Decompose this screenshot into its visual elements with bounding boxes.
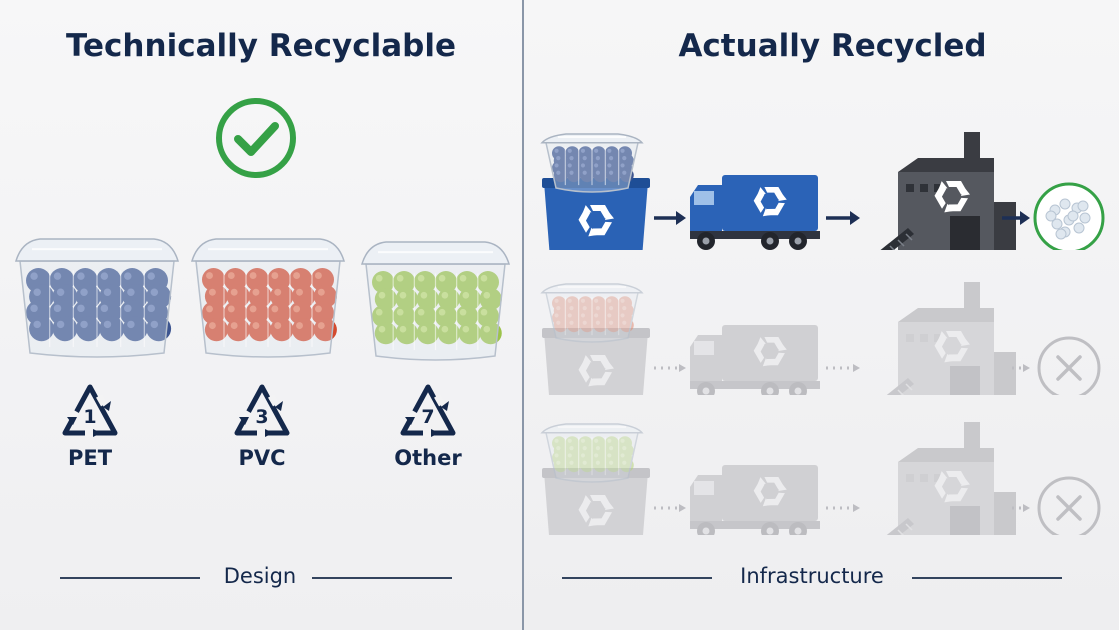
infrastructure-label: Infrastructure — [722, 564, 902, 588]
material-label-pet: PET — [40, 446, 140, 470]
recycling-code-7-icon: 7 — [397, 383, 459, 441]
bin-container-grapes — [542, 424, 642, 482]
design-rule-left — [60, 577, 200, 579]
garbage-truck-icon — [690, 325, 820, 395]
recycling-code-number: 1 — [83, 406, 96, 428]
garbage-truck-icon — [690, 465, 820, 535]
recycled-pellets-icon — [1035, 184, 1103, 250]
recycling-code-1-icon: 1 — [59, 383, 121, 441]
right-title: Actually Recycled — [580, 28, 1085, 64]
recycling-facility-icon — [868, 132, 1016, 250]
material-label-pvc: PVC — [212, 446, 312, 470]
cross-circle-icon — [1039, 338, 1099, 395]
bin-container-tomatoes — [542, 284, 642, 342]
infrastructure-rule-left — [562, 577, 712, 579]
recycling-facility-icon — [868, 422, 1016, 535]
recycling-code-number: 3 — [255, 406, 268, 428]
left-title: Technically Recyclable — [20, 28, 502, 64]
recycling-facility-icon — [868, 282, 1016, 395]
design-label: Design — [205, 564, 315, 588]
pipeline-row-pet — [524, 110, 1119, 250]
check-circle-icon — [213, 95, 299, 181]
container-other — [358, 228, 513, 368]
pipeline-row-pvc — [524, 265, 1119, 395]
bin-container-blueberries — [542, 134, 642, 192]
recycling-code-3-icon: 3 — [231, 383, 293, 441]
fruit-container-tomatoes — [192, 239, 344, 357]
pipeline-row-other — [524, 405, 1119, 535]
garbage-truck-icon — [690, 175, 820, 250]
design-rule-right — [312, 577, 452, 579]
fruit-container-grapes — [362, 242, 509, 360]
fruit-container-blueberries — [16, 239, 178, 357]
material-label-other: Other — [378, 446, 478, 470]
infrastructure-rule-right — [912, 577, 1062, 579]
container-pvc — [188, 225, 348, 365]
container-pet — [12, 225, 182, 365]
recycling-code-number: 7 — [421, 406, 434, 428]
cross-circle-icon — [1039, 478, 1099, 535]
